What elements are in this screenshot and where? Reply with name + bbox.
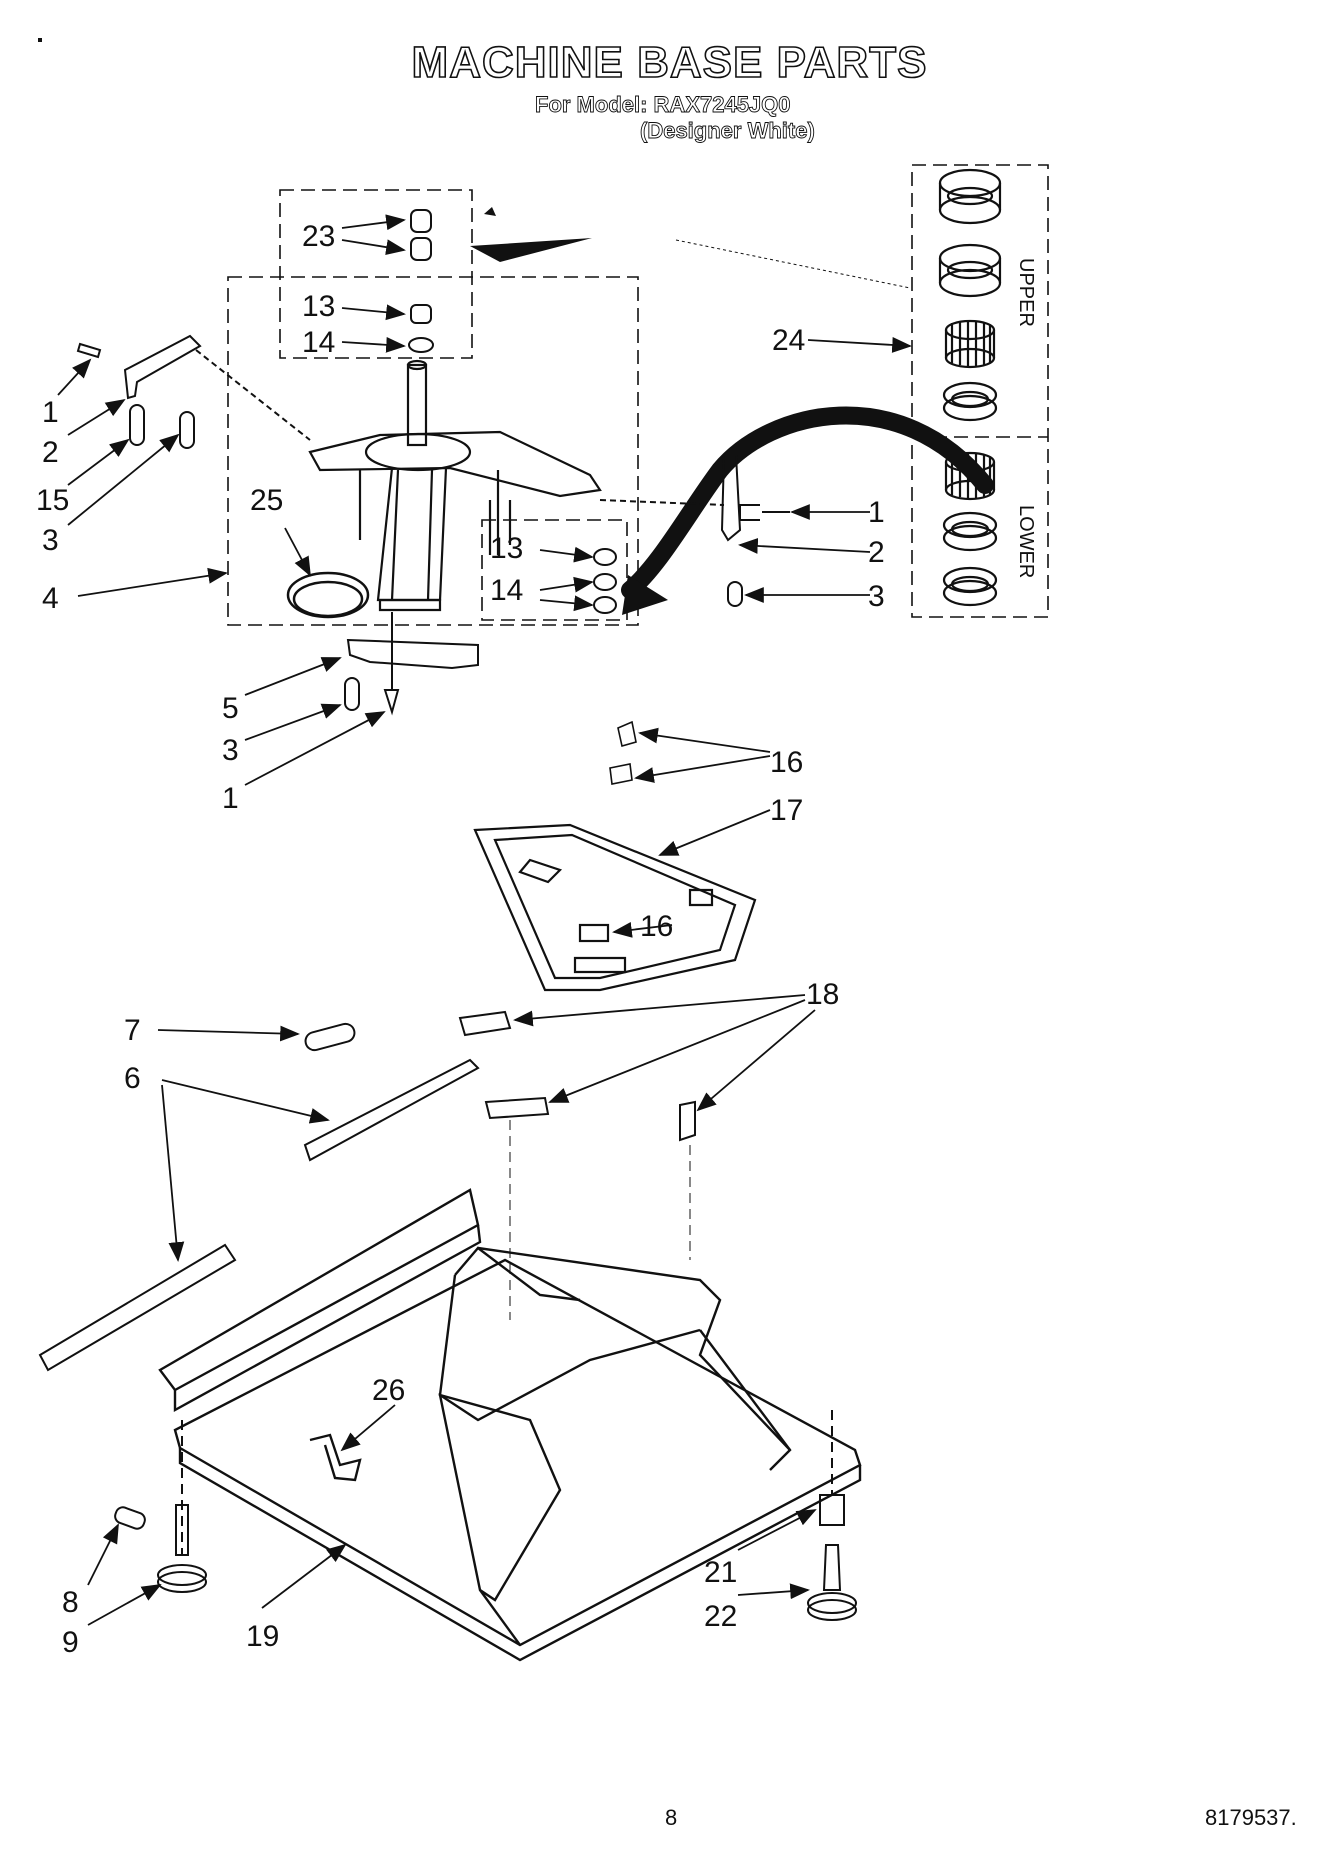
callout-24: 24 (772, 324, 805, 357)
document-number: 8179537. (1205, 1805, 1297, 1830)
callout-21: 21 (704, 1556, 737, 1589)
callout-22: 22 (704, 1600, 737, 1633)
page-title: MACHINE BASE PARTS (411, 37, 928, 88)
curved-pointer (621, 406, 994, 599)
callout-23: 23 (302, 220, 335, 253)
callout-13: 13 (302, 290, 335, 323)
callout-8: 8 (62, 1586, 79, 1619)
leveling-legs (114, 1410, 857, 1621)
upper-label: UPPER (1015, 258, 1037, 327)
callout-18: 18 (806, 978, 839, 1011)
callout-3-lower: 3 (222, 734, 239, 767)
gearcase-assembly (308, 359, 602, 612)
callout-2-right: 2 (868, 536, 885, 569)
callout-labels: 23 13 14 1 2 15 3 25 4 13 14 1 2 3 5 3 1… (36, 220, 885, 1659)
callout-1-right: 1 (868, 496, 885, 529)
leader-lines (57, 214, 912, 1626)
lower-bracket-hardware (344, 612, 479, 716)
callout-2: 2 (42, 436, 59, 469)
callout-14: 14 (302, 326, 335, 359)
callout-9: 9 (62, 1626, 79, 1659)
callout-5: 5 (222, 692, 239, 725)
model-line: For Model: RAX7245JQ0 (535, 92, 791, 118)
page-number: 8 (665, 1805, 678, 1830)
bearing-kit-panel (911, 164, 1049, 618)
gearcase-box (227, 276, 639, 626)
lower-label: LOWER (1015, 505, 1037, 578)
callout-13-lower: 13 (490, 532, 523, 565)
callout-4: 4 (42, 582, 59, 615)
bearing-kit-parts (938, 168, 1002, 607)
callout-3-right: 3 (868, 580, 885, 613)
lower-hardware-box (481, 519, 628, 621)
clip-16 (609, 720, 637, 785)
machine-base (158, 1188, 862, 1662)
callout-15: 15 (36, 484, 69, 517)
top-hardware-box (279, 189, 473, 359)
top-frame (473, 823, 757, 992)
callout-16-lower: 16 (640, 910, 673, 943)
callout-26: 26 (372, 1374, 405, 1407)
corner-mark (38, 38, 42, 42)
left-bracket-hardware (76, 334, 311, 449)
top-hardware (408, 209, 617, 614)
right-bracket-hardware (599, 454, 790, 607)
callout-3: 3 (42, 524, 59, 557)
callout-1-lower: 1 (222, 782, 239, 815)
callout-16: 16 (770, 746, 803, 779)
callout-14-lower: 14 (490, 574, 523, 607)
callout-6: 6 (124, 1062, 141, 1095)
callout-25: 25 (250, 484, 283, 517)
color-line: (Designer White) (640, 118, 816, 144)
callout-1: 1 (42, 396, 59, 429)
callout-7: 7 (124, 1014, 141, 1047)
pads-and-springs (38, 1010, 696, 1372)
callout-19: 19 (246, 1620, 279, 1653)
callout-17: 17 (770, 794, 803, 827)
drive-belt (286, 571, 370, 619)
